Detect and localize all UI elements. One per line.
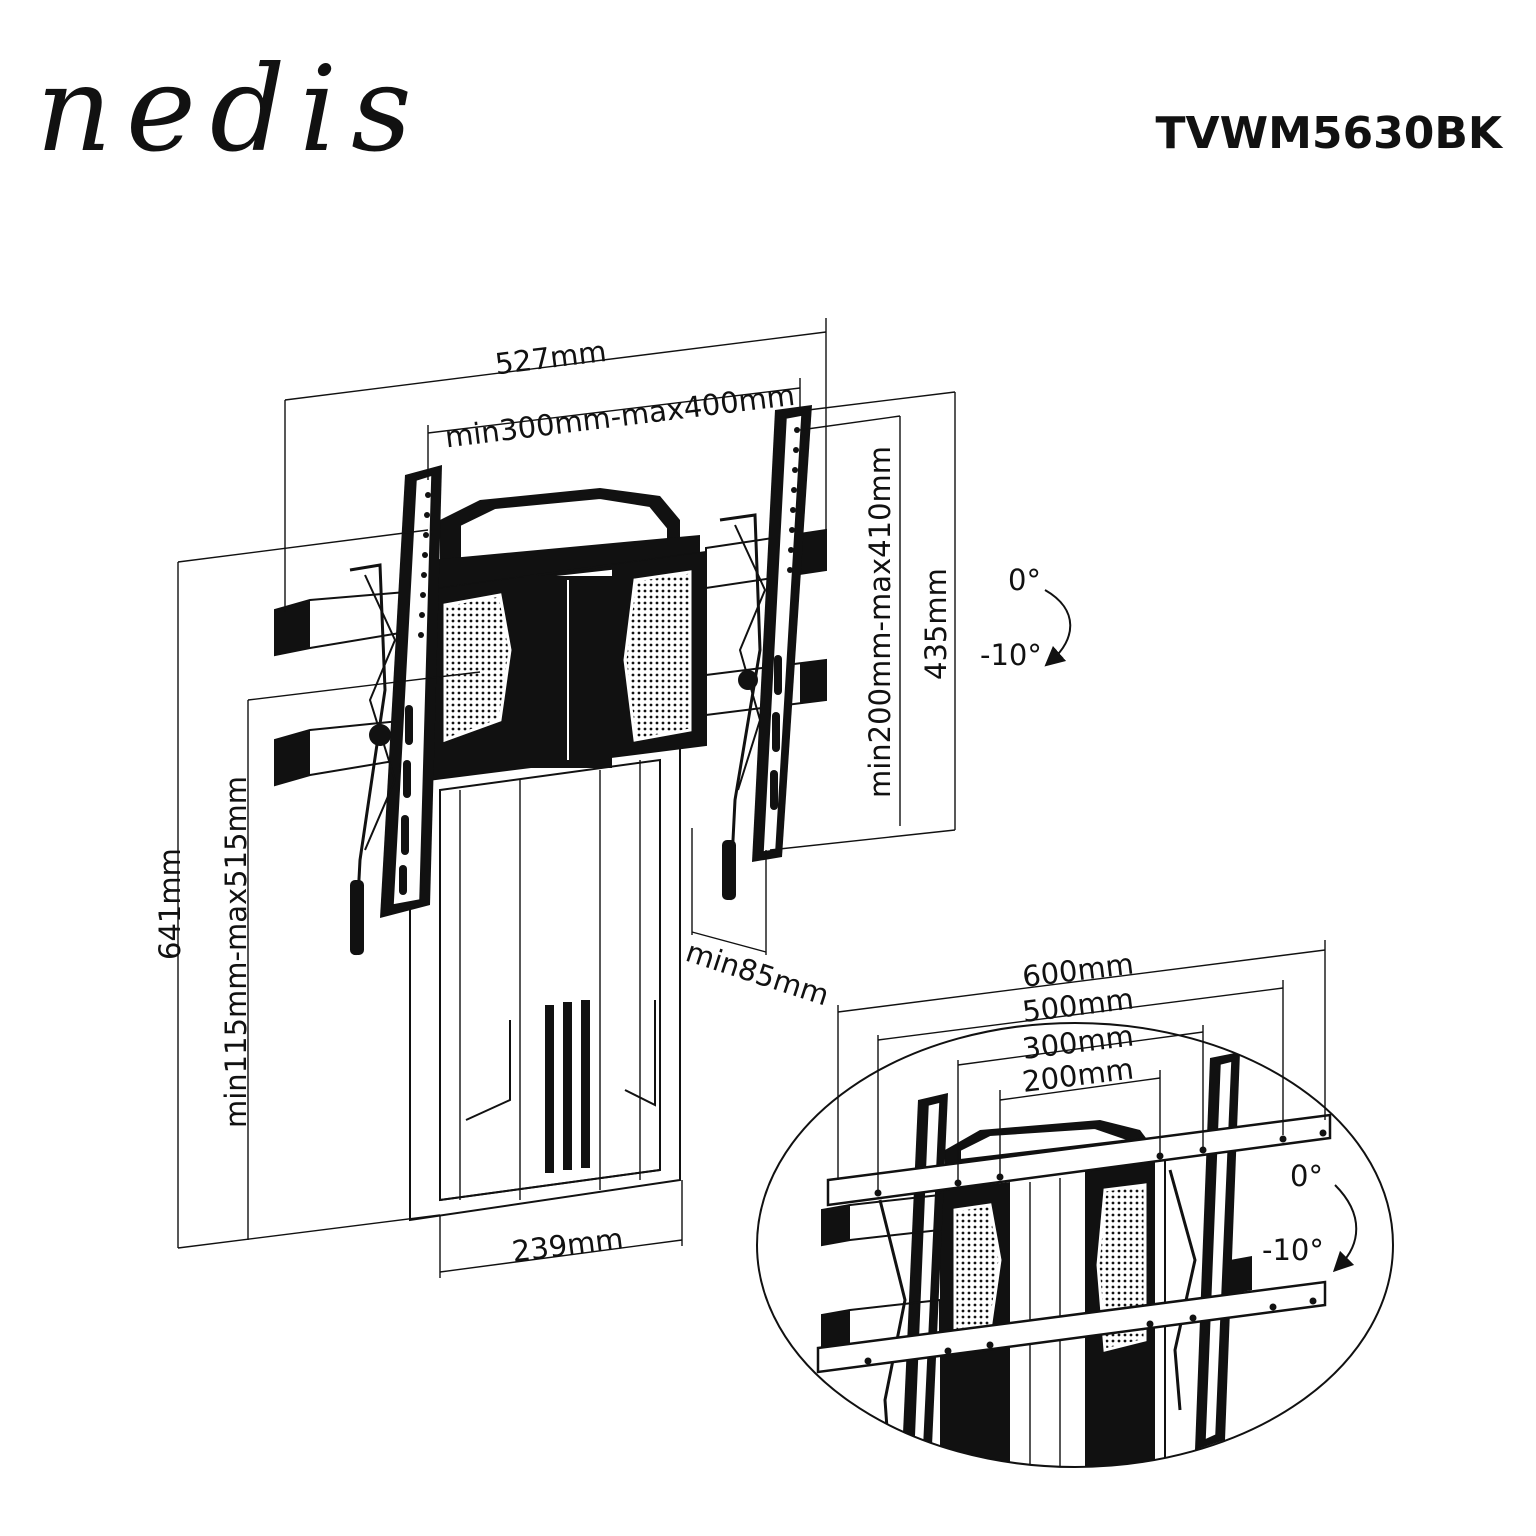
vesa-detail-callout (756, 940, 1394, 1468)
label-lift-range: min115mm-max515mm (219, 776, 253, 1128)
label-base-width: 239mm (510, 1221, 625, 1268)
brand-logo: nedis (36, 40, 426, 178)
model-code: TVWM5630BK (1155, 108, 1502, 159)
label-overall-height: 641mm (153, 848, 187, 960)
dimension-lines (177, 318, 1072, 1278)
dimension-labels: 527mm min300mm-max400mm min200mm-max410m… (153, 334, 1042, 1269)
right-arms (705, 528, 827, 717)
label-bracket-height: min200mm-max410mm (863, 446, 897, 798)
detail-labels: 600mm 500mm 300mm 200mm 0° -10° (1020, 947, 1324, 1267)
main-mount-drawing (274, 405, 827, 1222)
label-detail-tilt-top: 0° (1290, 1159, 1323, 1193)
detail-oval (756, 1022, 1394, 1468)
label-tilt-top: 0° (1008, 563, 1041, 597)
left-bracket (349, 465, 442, 956)
top-cap (430, 488, 700, 590)
label-detail-tilt-bottom: -10° (1262, 1233, 1324, 1267)
label-arm-spacing: min300mm-max400mm (443, 378, 797, 455)
motor-housing (427, 550, 707, 782)
right-bracket (719, 405, 812, 901)
lift-column (409, 738, 681, 1222)
label-tilt-bottom: -10° (980, 638, 1042, 672)
label-overall-width: 527mm (493, 334, 608, 381)
label-overall-bracket-height: 435mm (919, 568, 953, 680)
label-wall-distance: min85mm (682, 934, 833, 1012)
